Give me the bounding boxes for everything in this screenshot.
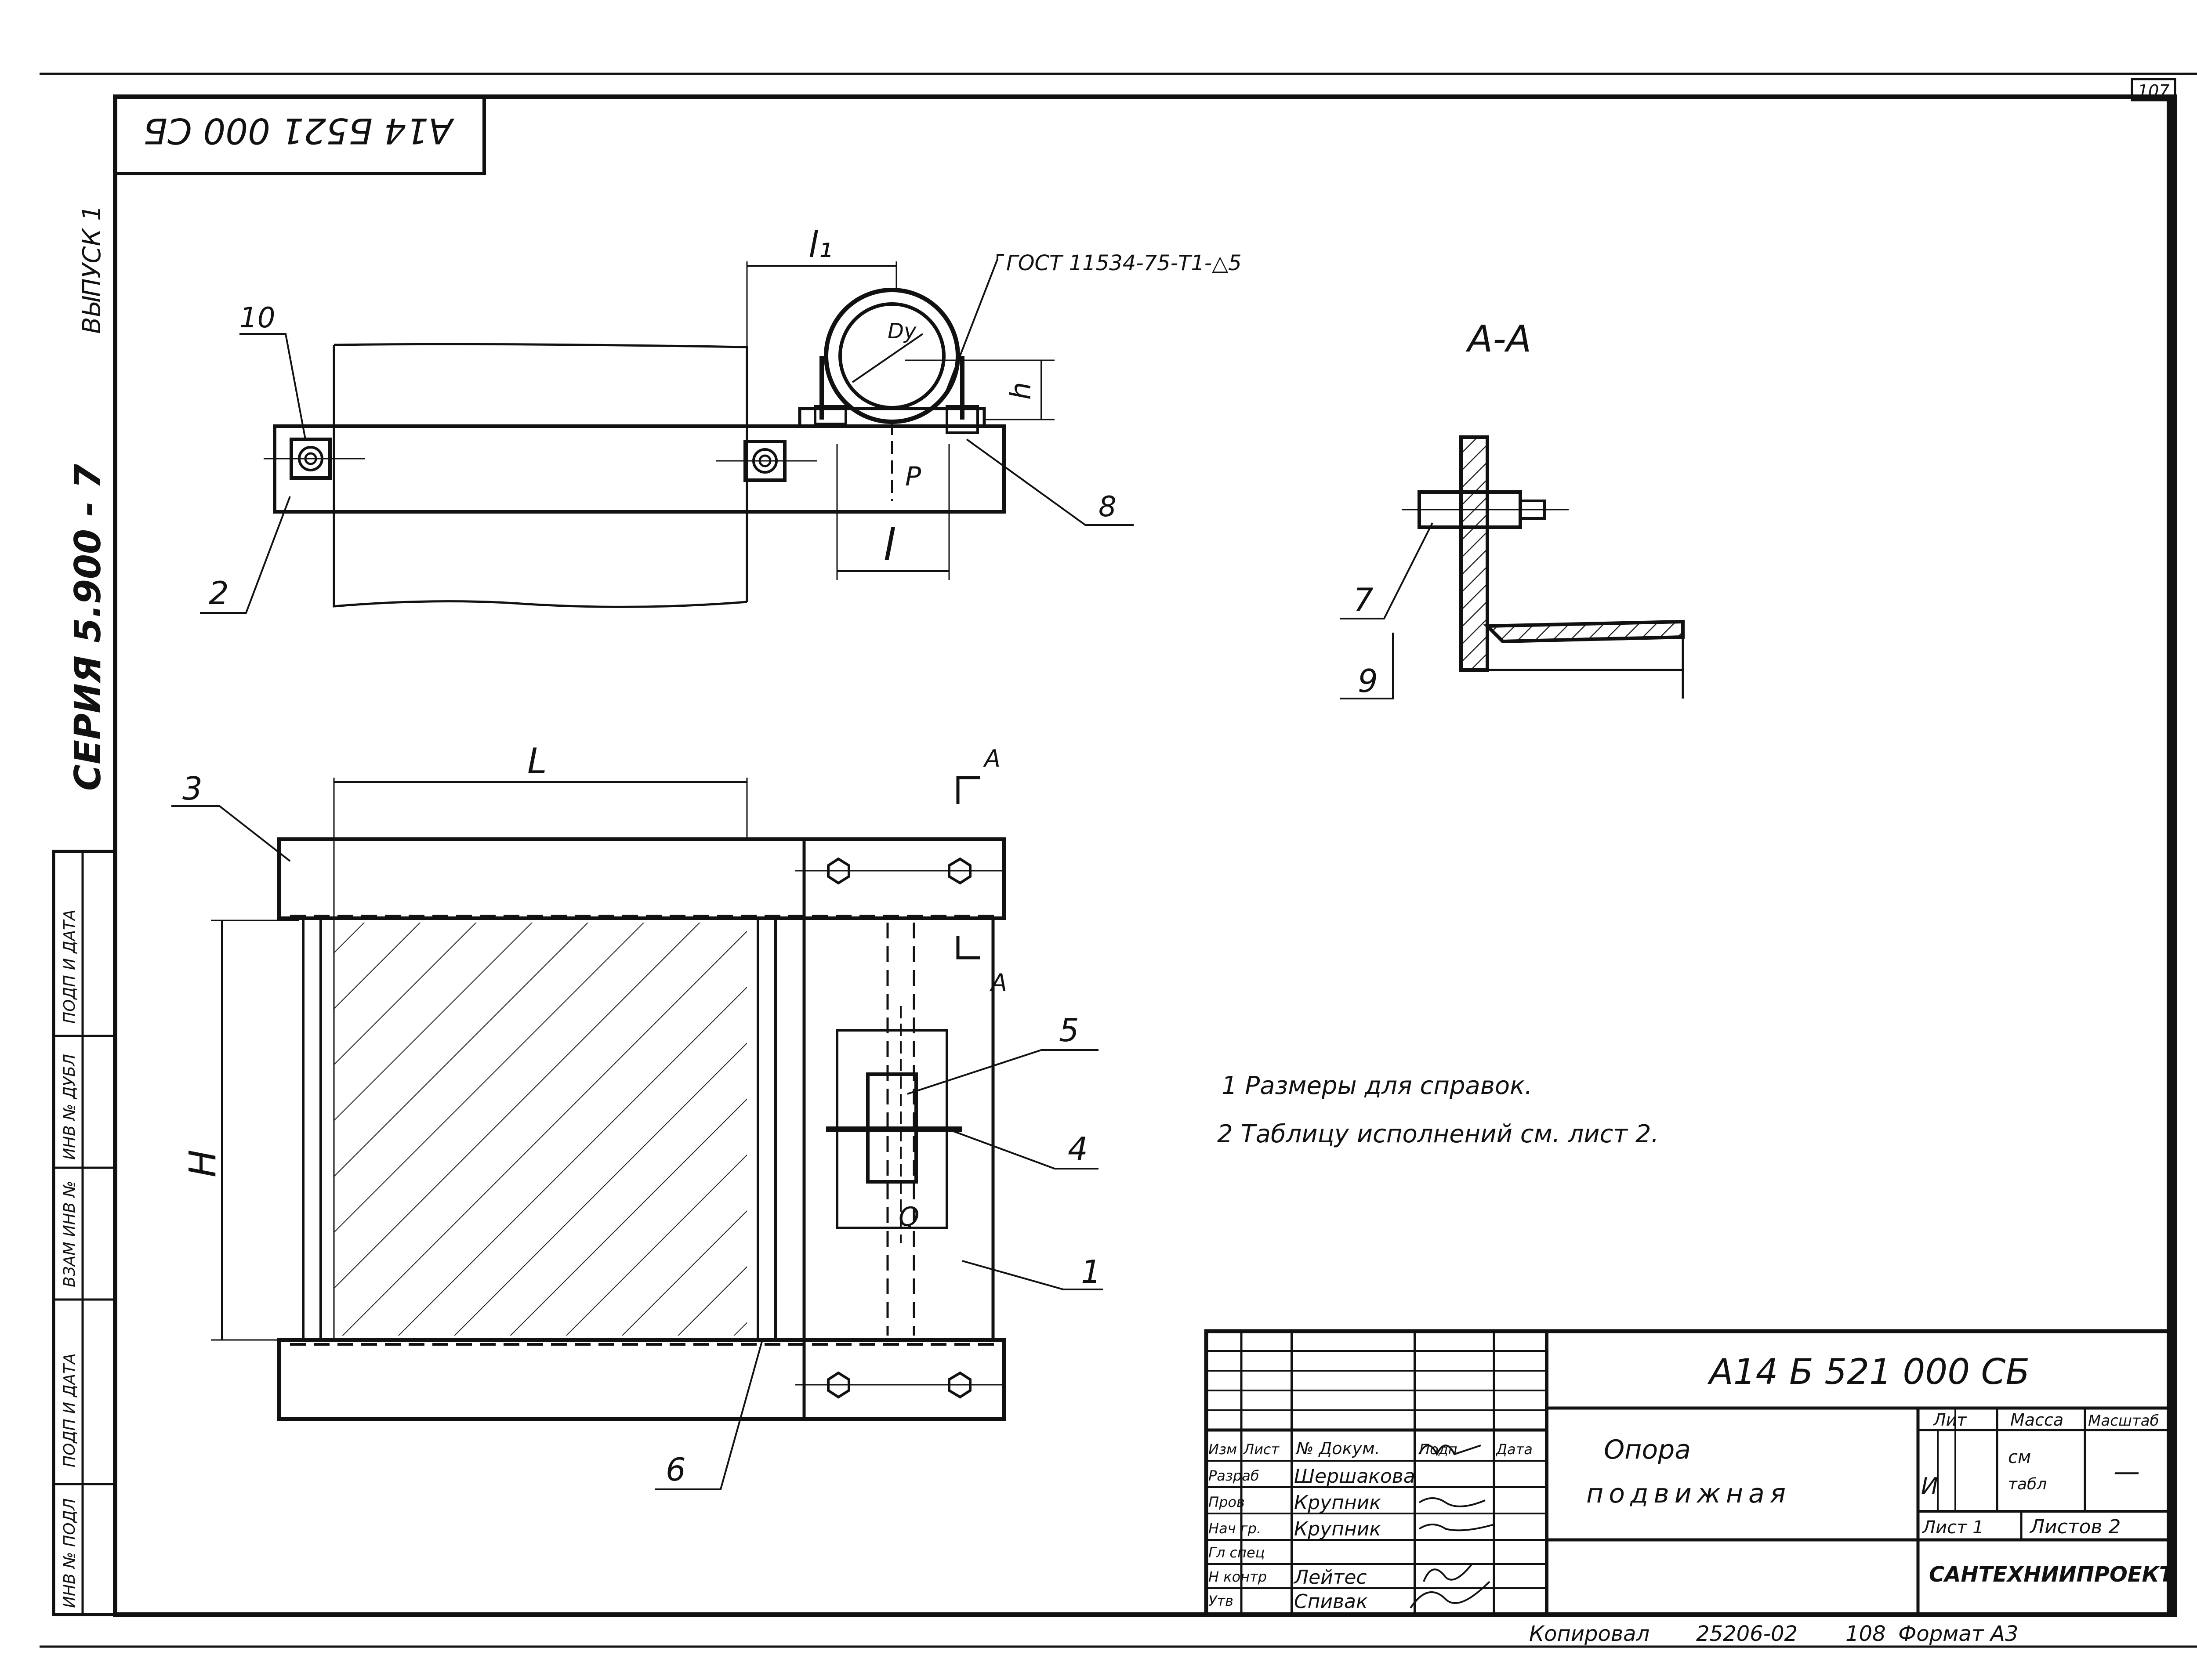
sheet-number: 107 xyxy=(2138,81,2170,101)
left-approval-strip: ИНВ № ПОДЛ ПОДП И ДАТА ВЗАМ ИНВ № ИНВ № … xyxy=(52,850,117,1616)
mass-value-2: табл xyxy=(2008,1475,2047,1493)
callout-2: 2 xyxy=(209,575,229,612)
sheet-number-box xyxy=(2131,78,2176,101)
role-nkontr: Н контр xyxy=(1208,1568,1267,1585)
top-bar-3 xyxy=(277,837,1006,920)
name-prov: Крупник xyxy=(1294,1492,1381,1514)
signatures xyxy=(1410,1445,1494,1609)
strip-podp-data-2: ПОДП И ДАТА xyxy=(61,909,79,1024)
bottom-bar xyxy=(277,1338,1006,1421)
header-izm: Изм xyxy=(1208,1441,1237,1458)
dim-L: L xyxy=(527,741,547,782)
plan-view: Q L H А А 3 5 4 1 6 xyxy=(171,741,1103,1490)
callout-3: 3 xyxy=(182,770,203,807)
section-title: А-А xyxy=(1465,317,1531,360)
organization: САНТЕХНИИПРОЕКТ xyxy=(1929,1562,2175,1587)
dim-l1: l₁ xyxy=(808,224,832,265)
lit-header: Лит xyxy=(1932,1410,1967,1430)
strip-inv-dubl: ИНВ № ДУБЛ xyxy=(61,1054,79,1160)
lit-value: И xyxy=(1921,1473,1938,1499)
footer-format: Формат А3 xyxy=(1898,1622,2018,1646)
rotated-stamp: А14 Б521 000 СБ xyxy=(143,110,455,151)
callout-4: 4 xyxy=(1068,1130,1088,1167)
bolt-bottom-right xyxy=(948,1371,972,1399)
callout-9: 9 xyxy=(1358,663,1378,699)
dim-l: l xyxy=(883,519,895,571)
dim-p: P xyxy=(905,461,921,492)
title-block: Изм Лист № Докум. Подп Дата Разраб Шерша… xyxy=(1204,1329,2177,1617)
callout-6: 6 xyxy=(666,1451,686,1488)
elevation-view: l₁ Dy h P l ГОСТ 11534-75-Т1-△5 10 2 8 xyxy=(200,224,1242,614)
strip-inv-podl: ИНВ № ПОДЛ xyxy=(61,1498,79,1608)
doc-code: А14 Б 521 000 СБ xyxy=(1707,1351,2030,1392)
footer-page: 108 xyxy=(1845,1622,1886,1646)
callout-8: 8 xyxy=(1098,491,1117,523)
bolt-top-left xyxy=(827,857,850,885)
dim-dy: Dy xyxy=(888,319,917,344)
role-glspec: Гл спец xyxy=(1208,1544,1265,1561)
scale-value: — xyxy=(2114,1456,2140,1487)
section-mark-bottom: А xyxy=(990,969,1007,996)
note-2: 2 Таблицу исполнений см. лист 2. xyxy=(1217,1120,1659,1148)
dim-q: Q xyxy=(899,1202,919,1232)
product-name-2: подвижная xyxy=(1586,1478,1791,1509)
role-nach: Нач гр. xyxy=(1208,1520,1261,1537)
header-list: Лист xyxy=(1243,1441,1280,1458)
bolt-bottom-left xyxy=(827,1371,850,1399)
role-razrab: Разраб xyxy=(1208,1467,1259,1484)
header-data: Дата xyxy=(1495,1441,1533,1458)
product-name-1: Опора xyxy=(1604,1434,1691,1465)
scale-header: Масштаб xyxy=(2088,1412,2159,1430)
strip-vzam-inv: ВЗАМ ИНВ № xyxy=(61,1181,79,1288)
sheet-label: Лист 1 xyxy=(1921,1517,1984,1538)
section-a-a: А-А 7 9 xyxy=(1340,317,1685,699)
role-prov: Пров xyxy=(1208,1494,1245,1510)
callout-10: 10 xyxy=(239,302,275,334)
footer-number: 25206-02 xyxy=(1696,1622,1798,1646)
gost-note: ГОСТ 11534-75-Т1-△5 xyxy=(1006,251,1242,275)
dim-H: H xyxy=(181,1150,224,1177)
callout-1: 1 xyxy=(1081,1253,1101,1290)
role-utv: Утв xyxy=(1208,1593,1233,1609)
dim-h: h xyxy=(1005,382,1037,400)
name-utv: Спивак xyxy=(1294,1590,1368,1613)
side-series: СЕРИЯ 5.900 - 7 xyxy=(67,464,109,791)
bolt-top-right xyxy=(948,857,972,885)
note-1: 1 Размеры для справок. xyxy=(1222,1072,1533,1100)
mass-header: Масса xyxy=(2010,1410,2063,1430)
name-nkontr: Лейтес xyxy=(1293,1566,1367,1589)
sheets-label: Листов 2 xyxy=(2029,1516,2121,1538)
footer-copied: Копировал xyxy=(1529,1622,1650,1646)
side-issue: ВЫПУСК 1 xyxy=(78,205,106,334)
main-beam xyxy=(273,424,1006,514)
mass-value-1: см xyxy=(2008,1447,2031,1467)
header-dokum: № Докум. xyxy=(1295,1439,1380,1458)
name-nach: Крупник xyxy=(1294,1518,1381,1540)
callout-5: 5 xyxy=(1059,1012,1079,1049)
strip-podp-data-1: ПОДП И ДАТА xyxy=(61,1353,79,1467)
name-razrab: Шершакова xyxy=(1294,1465,1415,1488)
stamp-box xyxy=(113,95,486,175)
callout-7: 7 xyxy=(1353,581,1374,618)
section-mark-top: А xyxy=(983,745,1001,772)
